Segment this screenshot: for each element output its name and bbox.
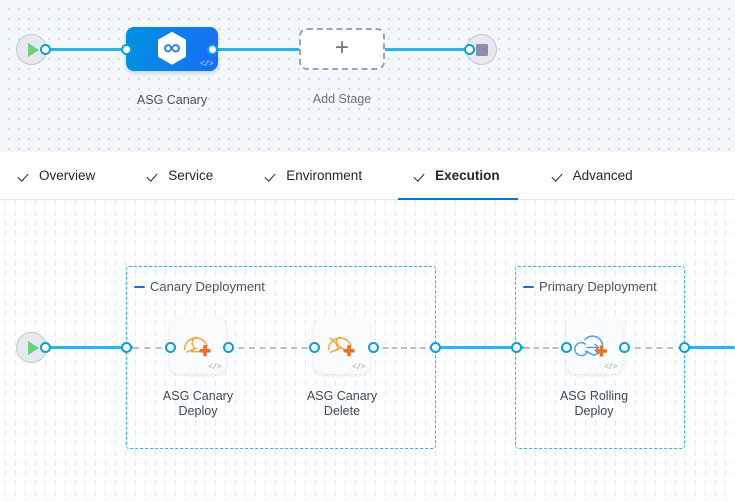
step-node-asg-canary-deploy[interactable]: </> [170, 318, 226, 374]
group-canary-deployment[interactable] [126, 266, 436, 449]
tab-label: Service [168, 168, 214, 183]
check-icon [267, 170, 279, 182]
stage-config-tabbar: Overview Service Environment Execution A… [0, 152, 735, 201]
step-label-line1: ASG Canary [162, 389, 234, 403]
asg-rolling-deploy-icon [574, 335, 607, 357]
step-asg-canary-delete-label: ASG Canary Delete [282, 389, 402, 419]
stage-canvas[interactable]: </> ASG Canary + Add Stage [0, 0, 735, 152]
step-label-line1: ASG Rolling [559, 389, 629, 403]
edge-start-to-canary-group [43, 346, 133, 349]
edge-primary-group-to-next [684, 346, 735, 349]
step-code-badge: </> [604, 363, 617, 372]
step-asg-canary-delete-in-port[interactable] [309, 342, 320, 353]
stage-out-port[interactable] [207, 44, 218, 55]
tab-overview[interactable]: Overview [18, 152, 97, 200]
step-label-line2: Delete [323, 404, 361, 418]
asg-canary-deploy-icon [183, 336, 211, 357]
collapse-icon[interactable] [523, 285, 534, 288]
play-icon [27, 42, 39, 57]
step-asg-rolling-deploy-out-port[interactable] [619, 342, 630, 353]
tab-label: Environment [286, 168, 363, 183]
check-icon [554, 170, 566, 182]
edge-stage-to-addstage [212, 48, 304, 51]
add-stage-button[interactable]: + [299, 28, 385, 70]
step-code-badge: </> [352, 363, 365, 372]
step-asg-rolling-deploy-label: ASG Rolling Deploy [534, 389, 654, 419]
group-label-text: Primary Deployment [539, 279, 657, 294]
play-icon [27, 340, 39, 355]
edge-addstage-to-end [382, 48, 470, 51]
edge-canary-group-to-primary-group [434, 346, 524, 349]
stage-code-badge: </> [200, 60, 213, 69]
step-label-line2: Deploy [178, 404, 218, 418]
group-label-text: Canary Deployment [150, 279, 265, 294]
check-icon [416, 170, 428, 182]
tab-execution[interactable]: Execution [398, 152, 518, 201]
stage-in-port[interactable] [121, 44, 132, 55]
canary-group-in-port[interactable] [121, 342, 132, 353]
step-asg-canary-deploy-label: ASG Canary Deploy [138, 389, 258, 419]
add-stage-label: Add Stage [312, 92, 372, 106]
check-icon [20, 170, 32, 182]
primary-group-out-port[interactable] [679, 342, 690, 353]
edge-step1-to-step2 [228, 347, 318, 349]
stage-start-port[interactable] [40, 44, 51, 55]
stage-end-port[interactable] [464, 44, 475, 55]
step-asg-canary-deploy-out-port[interactable] [223, 342, 234, 353]
collapse-icon[interactable] [134, 285, 145, 288]
execution-start-port[interactable] [40, 342, 51, 353]
step-label-line1: ASG Canary [306, 389, 378, 403]
step-label-line2: Deploy [574, 404, 614, 418]
edge-group-in-to-step1 [133, 347, 173, 349]
stop-icon [475, 43, 488, 56]
step-asg-rolling-deploy-in-port[interactable] [561, 342, 572, 353]
harness-hexagon-icon [158, 31, 186, 65]
step-code-badge: </> [208, 363, 221, 372]
group-canary-deployment-label[interactable]: Canary Deployment [134, 279, 265, 294]
asg-canary-delete-icon [327, 336, 355, 357]
step-asg-canary-delete-out-port[interactable] [368, 342, 379, 353]
tab-environment[interactable]: Environment [265, 152, 364, 200]
execution-canvas[interactable]: Canary Deployment Primary Deployment [0, 200, 735, 501]
step-asg-canary-deploy-in-port[interactable] [165, 342, 176, 353]
group-primary-deployment[interactable] [515, 266, 685, 449]
step-node-asg-rolling-deploy[interactable]: </> [566, 318, 622, 374]
step-node-asg-canary-delete[interactable]: </> [314, 318, 370, 374]
tab-label: Overview [39, 168, 96, 183]
stage-node-asg-canary[interactable]: </> [126, 27, 218, 71]
tab-advanced[interactable]: Advanced [552, 152, 635, 200]
tab-label: Advanced [572, 168, 633, 183]
plus-icon: + [334, 33, 349, 61]
tab-service[interactable]: Service [147, 152, 215, 200]
tab-label: Execution [435, 168, 500, 183]
check-icon [149, 170, 161, 182]
primary-group-in-port[interactable] [511, 342, 522, 353]
edge-start-to-stage [43, 48, 131, 51]
edge-step3-to-primary-out [624, 347, 684, 349]
edge-primary-in-to-step3 [524, 347, 568, 349]
edge-step2-to-group-out [373, 347, 435, 349]
canary-group-out-port[interactable] [430, 342, 441, 353]
stage-node-label: ASG Canary [136, 93, 208, 107]
group-primary-deployment-label[interactable]: Primary Deployment [523, 279, 657, 294]
